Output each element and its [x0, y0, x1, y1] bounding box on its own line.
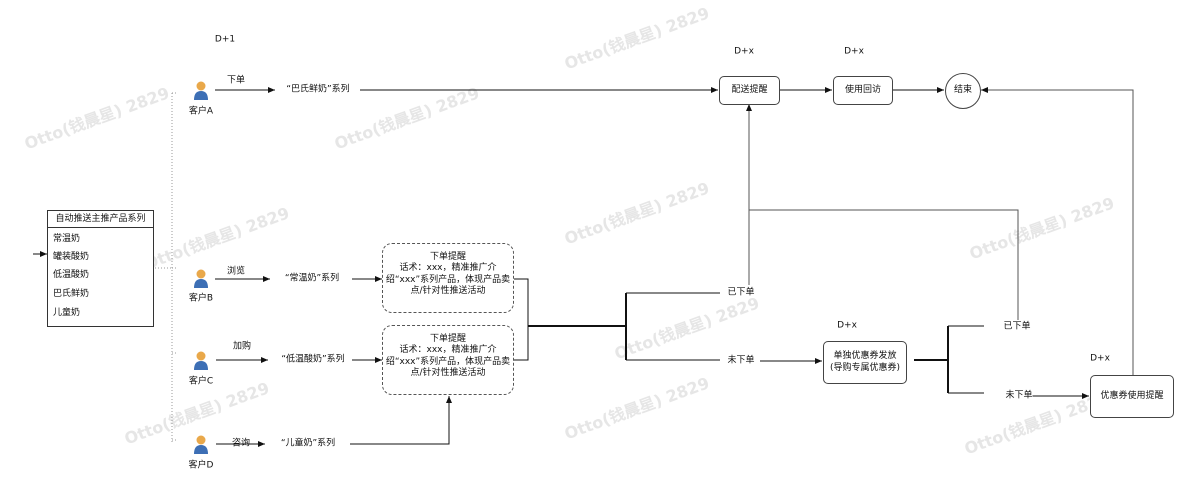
reminder-title: 下单提醒 — [429, 334, 466, 344]
customer-series: “巴氏鲜奶”系列 — [286, 84, 350, 95]
reminder-title: 下单提醒 — [429, 252, 466, 262]
node-label: 配送提醒 — [731, 84, 768, 95]
node-label: (导购专属优惠券) — [829, 362, 901, 373]
product-item: 罐装酸奶 — [53, 252, 90, 262]
branch-not-ordered: 未下单 — [1005, 390, 1033, 401]
customer-action: 咨询 — [231, 438, 251, 449]
product-item: 常温奶 — [53, 234, 81, 244]
customer-action: 加购 — [232, 341, 252, 352]
customer-name: 客户B — [188, 293, 214, 304]
timing-label: D+1 — [214, 34, 236, 45]
customer-action: 下单 — [226, 75, 246, 86]
customer-name: 客户C — [188, 376, 214, 387]
customer-name: 客户A — [188, 106, 214, 117]
end-node: 结束 — [945, 73, 981, 109]
product-item: 低温酸奶 — [53, 270, 90, 280]
timing-label: D+x — [734, 46, 754, 57]
timing-label: D+x — [844, 46, 864, 57]
branch-not-ordered: 未下单 — [727, 355, 755, 366]
revisit-node: 使用回访 — [833, 76, 893, 105]
customer-series: “儿童奶”系列 — [280, 438, 336, 449]
branch-ordered: 已下单 — [727, 287, 755, 298]
customer-action: 浏览 — [226, 266, 246, 277]
customer-icon — [194, 269, 208, 288]
timing-label: D+x — [837, 320, 857, 331]
customer-series: “常温奶”系列 — [284, 273, 340, 284]
delivery-reminder-node: 配送提醒 — [719, 76, 780, 105]
customer-icon — [194, 351, 208, 370]
reminder-body: 话术：xxx，精准推广介绍“xxx”系列产品，体现产品卖点/针对性推送活动 — [385, 263, 511, 296]
product-item: 巴氏鲜奶 — [53, 289, 90, 299]
customer-series: “低温酸奶”系列 — [281, 354, 345, 365]
product-list: 自动推送主推产品系列 常温奶 罐装酸奶 低温酸奶 巴氏鲜奶 儿童奶 — [47, 210, 154, 327]
node-label: 使用回访 — [844, 84, 881, 95]
customer-icon — [194, 435, 208, 454]
node-label: 单独优惠券发放 — [833, 350, 897, 361]
coupon-issue-node: 单独优惠券发放 (导购专属优惠券) — [823, 341, 907, 384]
branch-ordered: 已下单 — [1003, 321, 1031, 332]
order-reminder-box: 下单提醒 话术：xxx，精准推广介绍“xxx”系列产品，体现产品卖点/针对性推送… — [382, 243, 514, 313]
node-label: 结束 — [953, 85, 972, 96]
node-label: 优惠券使用提醒 — [1100, 390, 1164, 401]
product-list-title: 自动推送主推产品系列 — [48, 211, 153, 228]
timing-label: D+x — [1090, 353, 1110, 364]
customer-icon — [194, 81, 208, 100]
coupon-remind-node: 优惠券使用提醒 — [1090, 375, 1174, 418]
reminder-body: 话术：xxx，精准推广介绍“xxx”系列产品，体现产品卖点/针对性推送活动 — [385, 345, 511, 378]
customer-name: 客户D — [188, 460, 214, 471]
product-item: 儿童奶 — [53, 308, 81, 318]
order-reminder-box: 下单提醒 话术：xxx，精准推广介绍“xxx”系列产品，体现产品卖点/针对性推送… — [382, 325, 514, 395]
